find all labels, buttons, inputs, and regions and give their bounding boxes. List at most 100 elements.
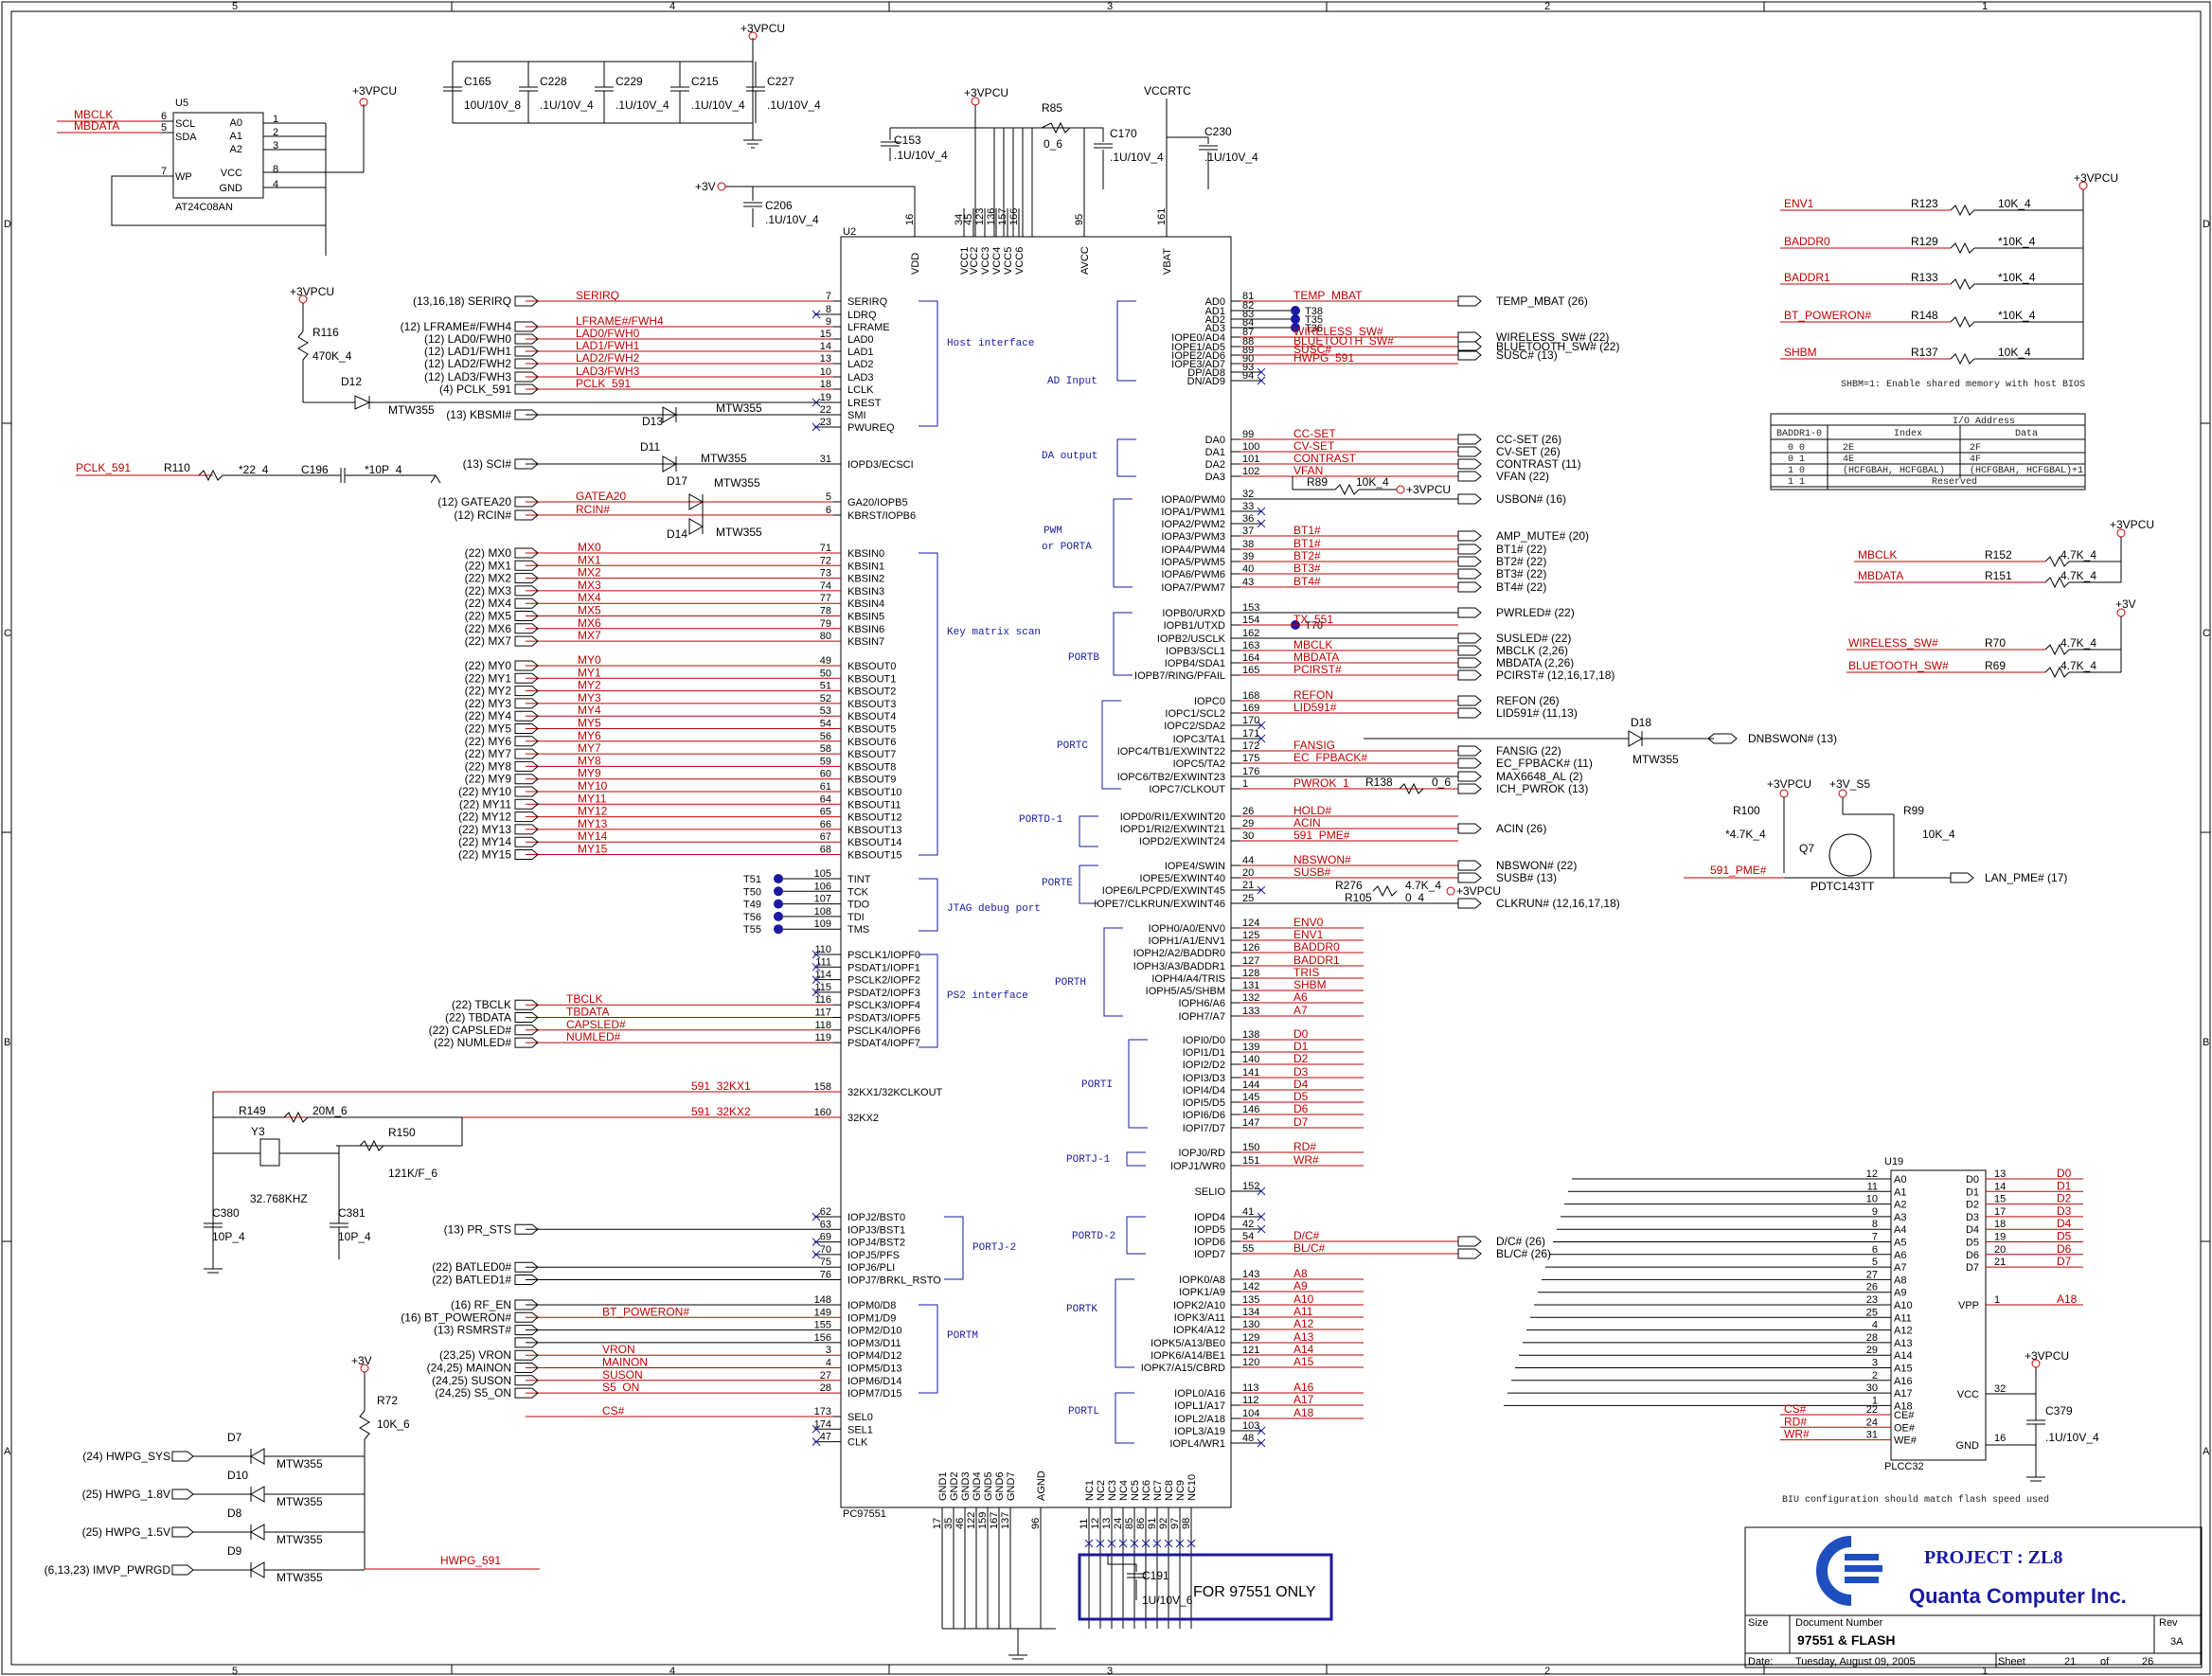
kbsin-pin-number: 79 (820, 618, 831, 630)
eeprom-pin-number: 6 (161, 111, 167, 122)
right-pin-name: IOPL3/A19 (1174, 1426, 1225, 1437)
flash-ctrl-net: RD# (1784, 1415, 1807, 1428)
right-net-label: ENV1 (1293, 928, 1324, 941)
right-pin-name: IOPK2/A10 (1173, 1300, 1225, 1311)
offsheet-port (1457, 458, 1482, 470)
left-net-label: RCIN# (576, 503, 610, 516)
ps2-pin: PSCLK1/IOPF0 (847, 950, 920, 961)
gnd-pin-name: GND2 (949, 1471, 960, 1501)
kbsout-pin: KBSOUT1 (847, 673, 896, 685)
c170-ref: C170 (1110, 127, 1137, 140)
test-point-label: T38 (1305, 306, 1323, 317)
right-pin-number: 121 (1242, 1345, 1259, 1356)
iopm-offsheet: (16) BT_POWERON# (401, 1310, 511, 1324)
right-net-label: TX_551 (1293, 613, 1333, 626)
date-label: Date: (1748, 1656, 1773, 1667)
wire (1130, 1539, 1139, 1548)
hwpg-diode-part: MTW355 (276, 1495, 323, 1508)
sw-rail: +3V (2115, 597, 2136, 611)
eeprom-pin-number: 7 (161, 166, 167, 177)
kbsout-pin: KBSOUT6 (847, 737, 896, 748)
flash-addr-number: 10 (1866, 1194, 1878, 1205)
pullup-resistor (1950, 277, 1975, 291)
iopm-net: VRON (602, 1343, 635, 1356)
gnd-pin-number: 85 (1124, 1518, 1135, 1529)
right-offsheet-label: PWRLED# (22) (1496, 606, 1575, 619)
power-pin-number: 161 (1156, 208, 1168, 225)
pin-group-label: or PORTA (1042, 542, 1092, 553)
flash-addr-pin: A17 (1894, 1388, 1913, 1400)
right-pin-number: 40 (1242, 563, 1254, 575)
offsheet-port (514, 1375, 539, 1386)
kbsin-pin: KBSIN4 (847, 598, 884, 610)
kbsout-offsheet: (22) MY9 (465, 773, 512, 786)
right-pin-name: IOPH7/A7 (1178, 1011, 1225, 1023)
hwpg-diode-ref: D9 (227, 1544, 242, 1558)
kbsout-net: MY10 (578, 779, 608, 793)
eeprom-pin-name: A1 (230, 131, 242, 142)
d11-diode (662, 455, 678, 472)
kbsin-offsheet: (22) MX5 (465, 610, 512, 623)
flash-vpp-net: A18 (2057, 1293, 2078, 1306)
offsheet-port (514, 1223, 539, 1235)
d14-part: MTW355 (716, 526, 762, 539)
right-net-label: TRIS (1293, 966, 1319, 979)
right-pin-name: IOPA7/PWM7 (1161, 582, 1225, 594)
right-pin-name: DP/AD8 (1187, 367, 1225, 379)
pin-group-label: PORTB (1068, 652, 1099, 664)
offsheet-port (514, 723, 539, 734)
right-net-label: BT2# (1293, 549, 1321, 562)
power-pin-name: VCC5 (1003, 247, 1014, 275)
r72-ref: R72 (377, 1394, 398, 1407)
right-net-label: D6 (1293, 1102, 1309, 1115)
right-net-label: A10 (1293, 1293, 1314, 1306)
right-net-label: EC_FPBACK# (1293, 751, 1367, 764)
right-offsheet-label: BLUETOOTH_SW# (22) (1496, 340, 1619, 353)
d14-diode (688, 518, 705, 535)
flash-data-pin: D2 (1966, 1200, 1979, 1211)
right-pin-number: 99 (1242, 429, 1254, 440)
sheet-number: 21 (2064, 1656, 2076, 1667)
offsheet-port (514, 383, 539, 395)
io-table-cell: 1 1 (1788, 477, 1805, 488)
io-table-cell: 4F (1970, 455, 1981, 465)
flash-vpp-pin: VPP (1958, 1300, 1979, 1311)
offsheet-port (1457, 446, 1482, 457)
rail-3v-top: +3V (695, 180, 716, 193)
left-pin-name: LCLK (847, 384, 874, 396)
right-pin-number: 29 (1242, 818, 1254, 829)
clock-net: 591_32KX1 (691, 1079, 751, 1093)
size-label: Size (1748, 1617, 1768, 1629)
sel-pin: SEL1 (847, 1424, 873, 1435)
offsheet-port (1457, 783, 1482, 794)
power-pin-number: 136 (986, 208, 997, 225)
pin-group-label: JTAG debug port (947, 903, 1041, 915)
pin-group-label: PORTM (947, 1330, 978, 1342)
left-pin-number: 9 (826, 316, 831, 328)
offsheet-port (514, 1012, 539, 1023)
border-col-label: 1 (1982, 1666, 1988, 1676)
left-offsheet-label: (13) SCI# (463, 457, 512, 471)
border-col-label: 4 (669, 1666, 675, 1676)
iopj-pin: IOPJ3/BST1 (847, 1224, 905, 1236)
offsheet-port (1457, 898, 1482, 909)
border-row-label: D (4, 219, 11, 230)
hwpg-diode (249, 1524, 265, 1541)
kbsin-offsheet: (22) MX3 (465, 584, 512, 597)
sw-resistor (2044, 643, 2070, 656)
right-offsheet-label: MAX6648_AL (2) (1496, 770, 1583, 783)
flash-ctrl-pin: OE# (1894, 1422, 1916, 1434)
gnd-pin-number: 11 (1079, 1519, 1090, 1529)
offsheet-port (514, 597, 539, 609)
wire (1257, 507, 1266, 516)
test-point-label: T50 (743, 886, 761, 898)
right-net-label: CC-SET (1293, 427, 1336, 440)
pin-group-label: PORTL (1068, 1406, 1099, 1417)
kbsout-net: MY9 (578, 767, 601, 780)
kbsout-pin-number: 53 (820, 705, 831, 717)
right-pin-number: 113 (1242, 1382, 1259, 1394)
d12-part: MTW355 (388, 403, 435, 417)
pin-group-label: PORTH (1055, 977, 1086, 989)
